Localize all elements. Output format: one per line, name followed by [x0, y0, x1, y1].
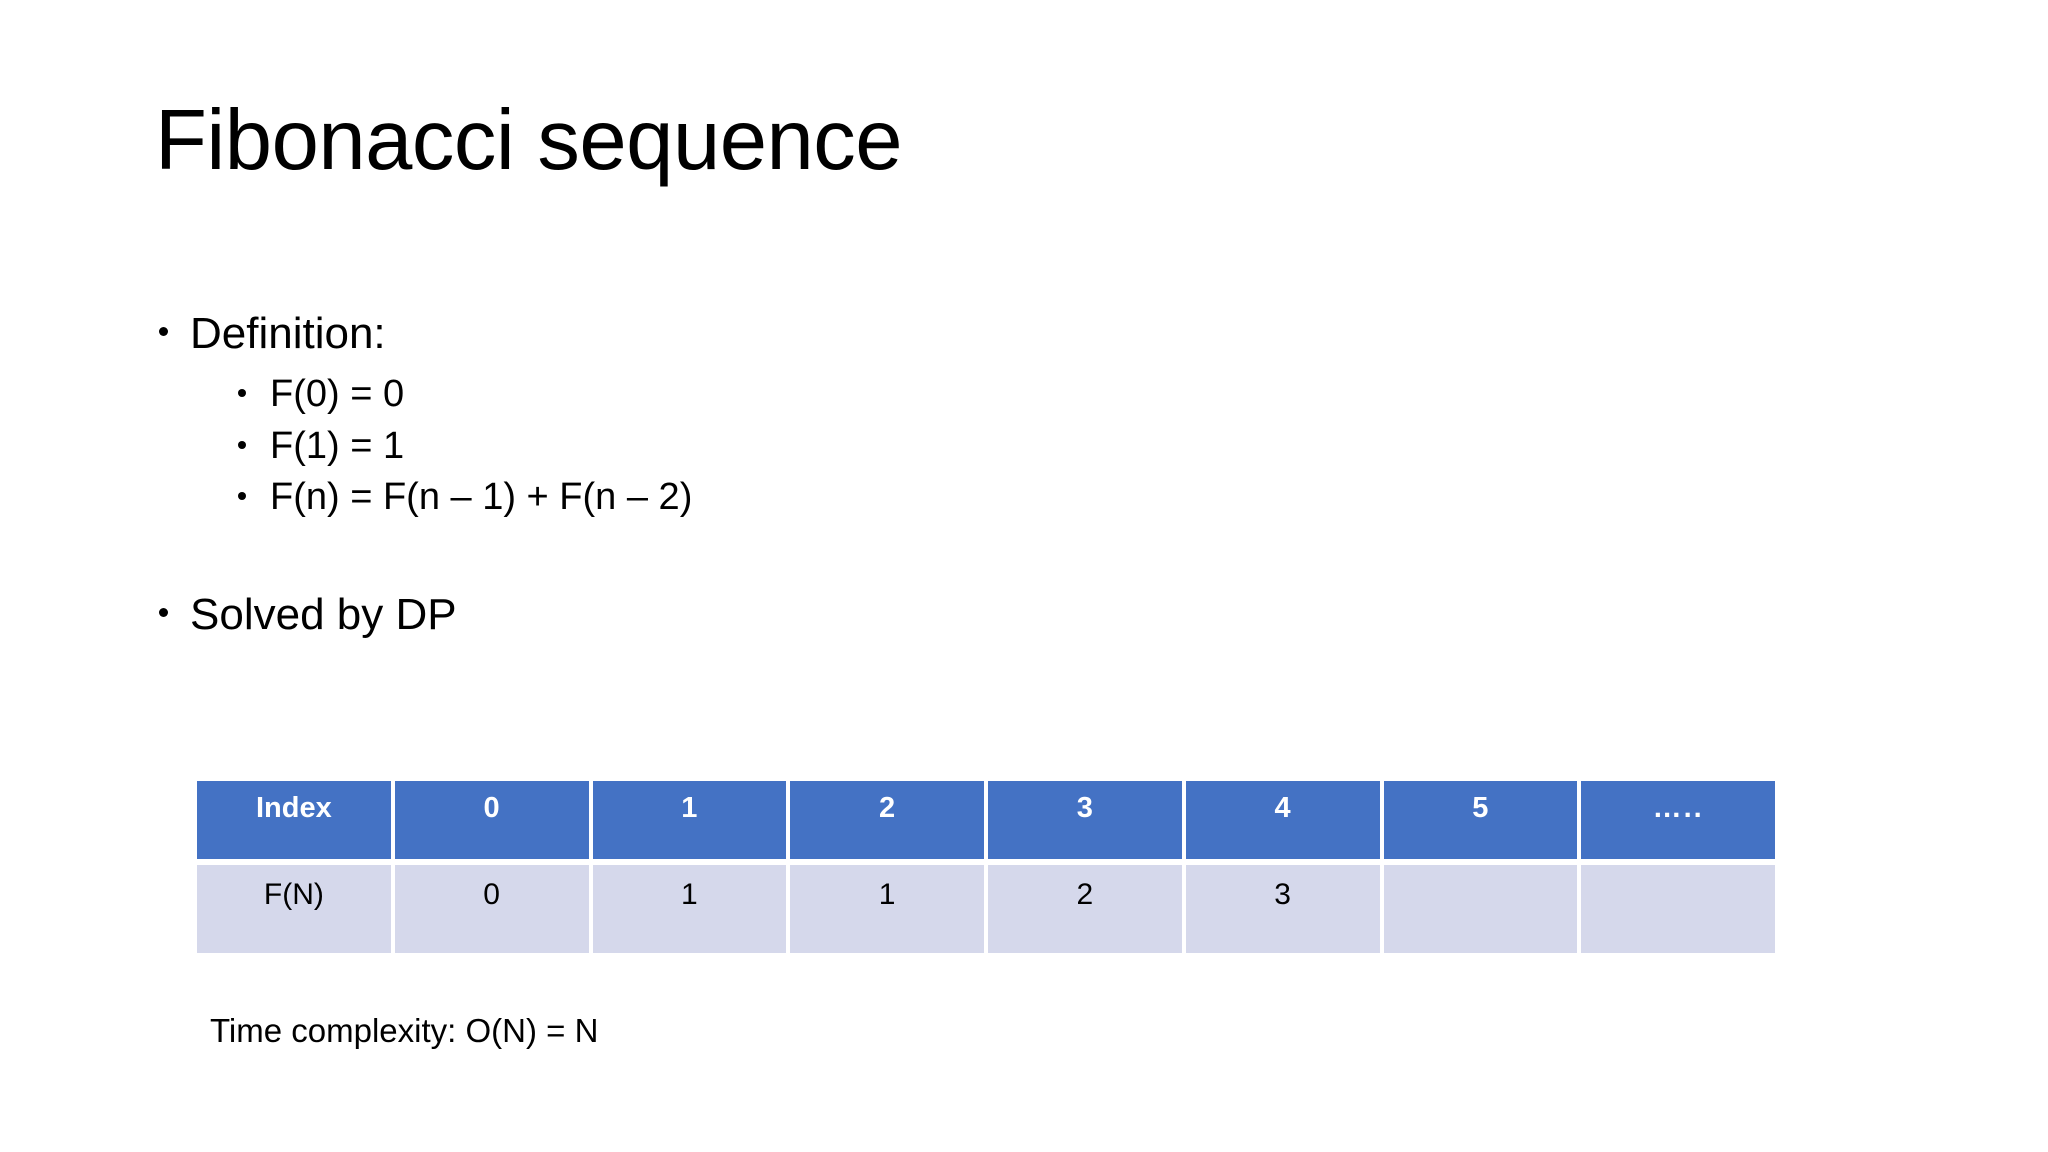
bullet-solved-by-dp-label: Solved by DP — [190, 590, 457, 640]
bullet-definition: Definition: — [150, 305, 1550, 363]
sub-bullet-fn: F(n) = F(n – 1) + F(n – 2) — [150, 472, 1550, 524]
table-cell-fn-2: 1 — [790, 865, 984, 953]
bullet-solved-by-dp: Solved by DP — [150, 586, 1550, 644]
bullet-dot-icon — [238, 492, 246, 501]
bullet-spacer — [150, 524, 1550, 586]
table-cell-fn-3: 2 — [988, 865, 1182, 953]
page-title: Fibonacci sequence — [155, 93, 903, 188]
table-header-cell-ellipsis: ….. — [1581, 781, 1775, 859]
definition-sub-list: F(0) = 0 F(1) = 1 F(n) = F(n – 1) + F(n … — [150, 369, 1550, 524]
bullet-dot-icon — [238, 388, 246, 397]
table-header-cell-3: 3 — [988, 781, 1182, 859]
table-row: F(N) 0 1 1 2 3 — [197, 865, 1775, 953]
body-content: Definition: F(0) = 0 F(1) = 1 F(n) = F(n… — [150, 305, 1550, 646]
sub-bullet-f1: F(1) = 1 — [150, 421, 1550, 473]
bullet-dot-icon — [238, 440, 246, 449]
table-cell-fn-4: 3 — [1185, 865, 1380, 953]
sub-bullet-f0-label: F(0) = 0 — [270, 373, 405, 416]
time-complexity-note: Time complexity: O(N) = N — [210, 1012, 599, 1049]
table-header-cell-1: 1 — [592, 781, 787, 859]
bullet-definition-label: Definition: — [190, 309, 386, 358]
table-cell-fn-ellipsis — [1581, 865, 1775, 953]
table-header-cell-4: 4 — [1185, 781, 1380, 859]
table-cell-fn-1: 1 — [592, 865, 787, 953]
table-cell-fn-label: F(N) — [197, 865, 391, 953]
table-header-cell-index: Index — [197, 781, 391, 859]
fibonacci-dp-table: Index 0 1 2 3 4 5 ….. F(N) 0 1 1 2 3 — [193, 775, 1779, 959]
table-header-cell-5: 5 — [1383, 781, 1578, 859]
sub-bullet-f1-label: F(1) = 1 — [270, 424, 405, 467]
sub-bullet-f0: F(0) = 0 — [150, 369, 1550, 421]
bullet-dot-icon — [159, 326, 168, 336]
table-cell-fn-5 — [1383, 865, 1578, 953]
table-header-cell-0: 0 — [394, 781, 589, 859]
bullet-dot-icon — [159, 607, 168, 617]
sub-bullet-fn-label: F(n) = F(n – 1) + F(n – 2) — [270, 476, 693, 519]
table-header-cell-2: 2 — [790, 781, 984, 859]
table-cell-fn-0: 0 — [394, 865, 589, 953]
table-header-row: Index 0 1 2 3 4 5 ….. — [197, 781, 1775, 859]
